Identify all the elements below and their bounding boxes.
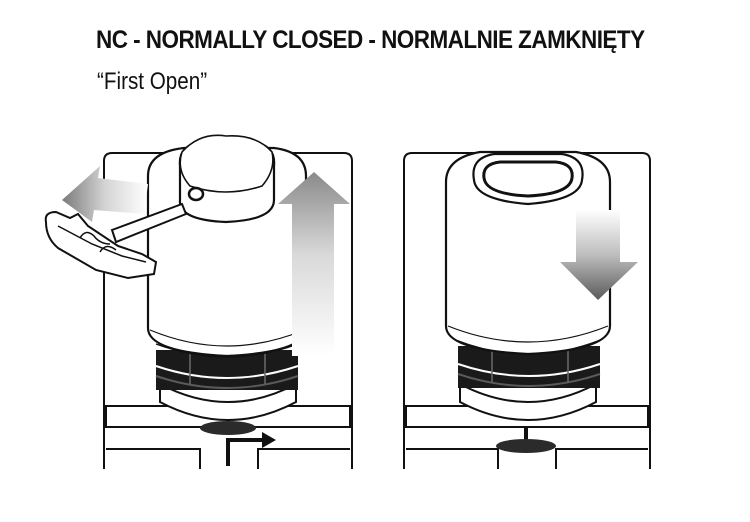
arrow-cap-up — [278, 172, 350, 356]
left-actuator-cap — [178, 134, 276, 224]
diagram-title: NC - NORMALLY CLOSED - NORMALNIE ZAMKNIĘ… — [96, 26, 645, 54]
left-release-lever — [44, 202, 188, 280]
valve-seat — [496, 439, 556, 453]
right-panel-normally-closed — [403, 150, 651, 469]
right-actuator-cap — [472, 152, 584, 206]
arrow-pull-left — [62, 166, 148, 222]
right-mounting-ring — [457, 346, 601, 421]
cap-hole — [187, 186, 205, 202]
right-actuator-body — [444, 150, 612, 356]
flow-arrow-head — [262, 432, 276, 448]
left-panel-frame-top-left — [103, 152, 128, 180]
arrow-cap-down — [560, 210, 638, 300]
flow-arrow-icon — [226, 438, 266, 466]
left-valve-base — [105, 405, 351, 469]
valve-pin — [200, 421, 256, 435]
left-mounting-ring — [155, 350, 299, 421]
left-panel-frame — [103, 152, 353, 469]
left-panel-first-open — [44, 134, 353, 469]
diagram-subtitle: “First Open” — [97, 68, 208, 95]
